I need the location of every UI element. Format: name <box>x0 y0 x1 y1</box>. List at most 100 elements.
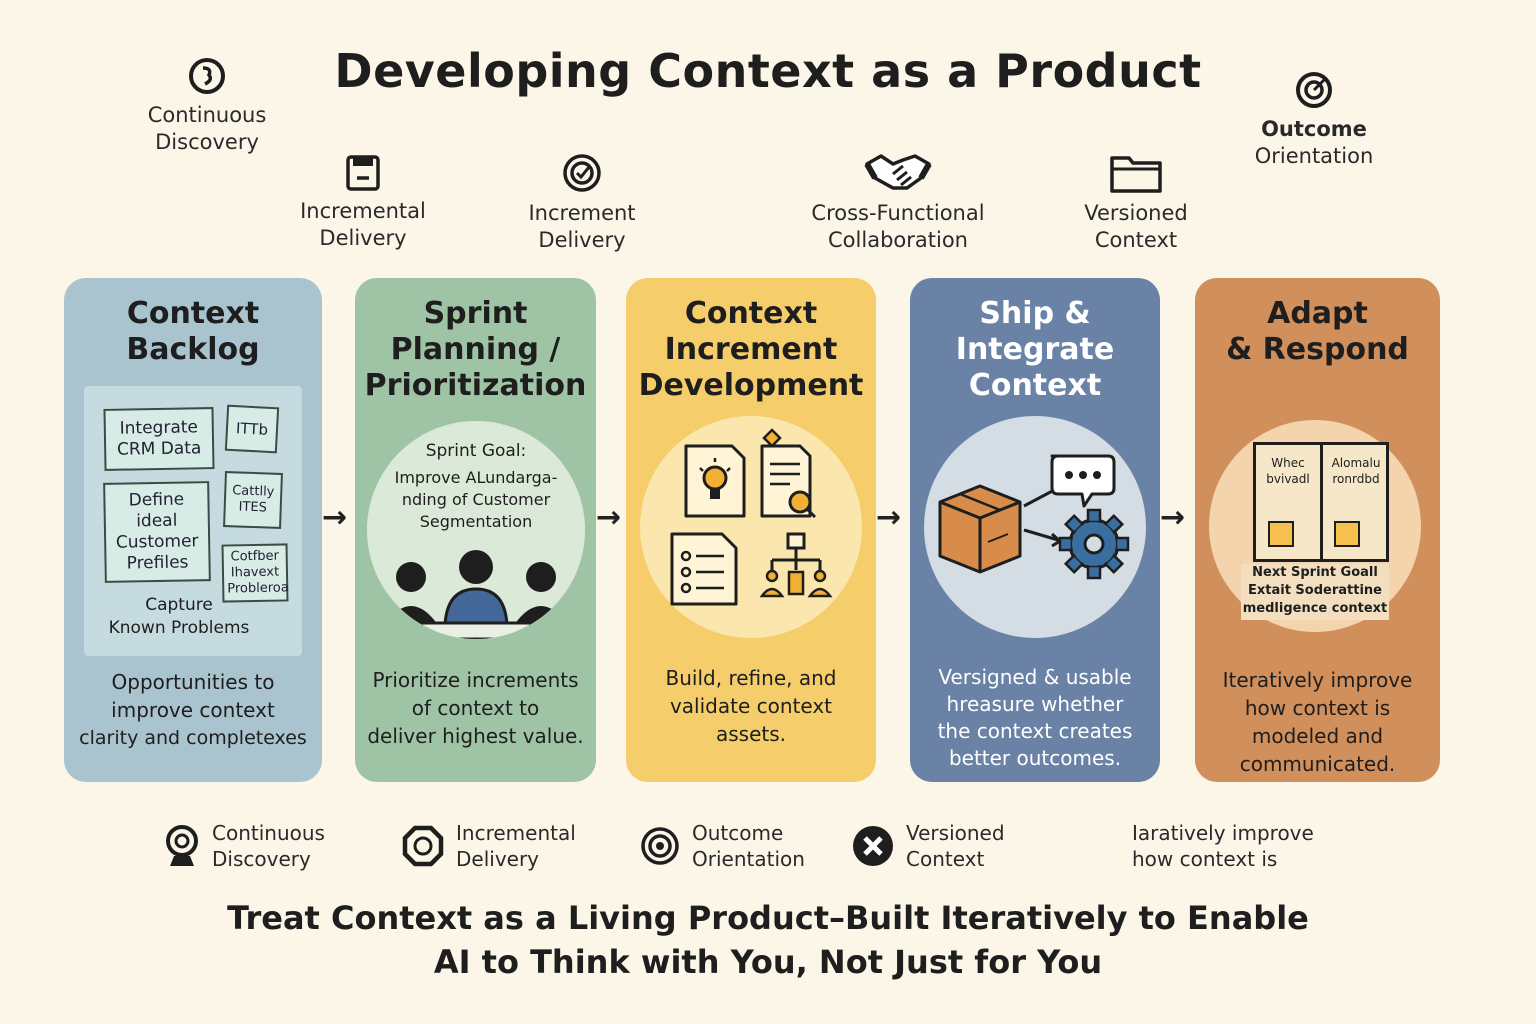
card-description-line: better outcomes. <box>948 746 1122 770</box>
arrow-right-icon: → <box>876 500 902 535</box>
bottom-label-text: Iaratively improve <box>1132 821 1314 845</box>
card-context-increment-development: Context Increment Development <box>626 278 876 782</box>
card-title-line: & Respond <box>1226 332 1409 367</box>
arrow-right-icon: → <box>596 500 622 535</box>
top-label-text: Increment <box>528 201 636 225</box>
capture-label-line: Capture <box>145 595 213 615</box>
bottom-label-outcome-orientation: Outcome Orientation <box>640 820 805 872</box>
card-description-line: Versigned & usable <box>938 665 1132 689</box>
bottom-label-text: Incremental <box>456 821 576 845</box>
page-title: Developing Context as a Product <box>334 44 1202 98</box>
arrow-right-icon: → <box>1160 500 1186 535</box>
card-title: Ship & Integrate Context <box>910 296 1160 404</box>
folder-icon <box>1110 156 1162 193</box>
sprint-goal-line: Improve ALundarga- <box>394 468 558 487</box>
search-document-icon <box>760 428 817 519</box>
paper-line: Next Sprint Goall <box>1252 565 1378 580</box>
capture-label-line: Known Problems <box>108 618 250 638</box>
sprint-goal-line: Segmentation <box>419 512 533 531</box>
top-label-increment-delivery: Increment Delivery <box>516 152 648 254</box>
hexagon-icon <box>402 825 444 867</box>
checklist-document-icon <box>670 532 738 606</box>
target-icon <box>1296 72 1332 108</box>
card-title-line: Context <box>684 296 818 331</box>
card-context-backlog: Context Backlog Integrate CRM Data ITTb … <box>64 278 322 782</box>
card-title-line: Context <box>126 296 260 331</box>
card-title-line: Integrate <box>955 332 1115 367</box>
top-label-text: Context <box>1094 228 1178 252</box>
sprint-goal-paper: Next Sprint Goall Extait Soderattine med… <box>1241 564 1389 620</box>
capture-label: Capture Known Problems <box>84 594 274 640</box>
card-title: Context Increment Development <box>626 296 876 404</box>
card-description-line: assets. <box>715 722 787 746</box>
top-label-text: Versioned <box>1084 201 1188 225</box>
footer-line: AI to Think with You, Not Just for You <box>433 943 1103 981</box>
bottom-label-text: Versioned <box>906 821 1005 845</box>
open-book-icon: Whec bvivadl Alomalu ronrdbd <box>1253 442 1389 562</box>
top-label-text: Outcome <box>1261 117 1367 141</box>
context-assets-icons <box>670 428 833 606</box>
bottom-label-text: Continuous <box>212 821 325 845</box>
close-circle-icon <box>853 826 893 866</box>
card-description: Build, refine, and validate context asse… <box>636 664 866 748</box>
arrow-icon <box>1023 528 1059 542</box>
top-label-text: Discovery <box>155 130 259 154</box>
bottom-label-iteratively-improve: Iaratively improve how context is <box>1132 820 1314 872</box>
card-title-line: Adapt <box>1267 296 1368 331</box>
card-description-line: validate context <box>669 694 833 718</box>
top-label-text: Incremental <box>300 199 426 223</box>
top-label-text: Orientation <box>1254 144 1374 168</box>
footer-tagline: Treat Context as a Living Product–Built … <box>0 896 1536 984</box>
spiral-icon <box>189 58 225 94</box>
bottom-label-continuous-discovery: Continuous Discovery <box>164 820 325 872</box>
sticky-note-text: Cotfber Ihavext Probleroa <box>227 548 289 597</box>
card-description: Iteratively improve how context is model… <box>1205 666 1430 778</box>
card-title: Sprint Planning / Prioritization <box>355 296 596 404</box>
card-description-line: Iteratively improve <box>1222 668 1413 692</box>
bottom-label-text: Orientation <box>692 847 805 871</box>
sticky-board: Integrate CRM Data ITTb Define ideal Cus… <box>84 386 302 656</box>
book-square <box>1268 521 1294 547</box>
card-description-line: clarity and completexes <box>79 727 307 749</box>
save-icon <box>346 155 380 191</box>
bottom-label-versioned-context: Versioned Context <box>852 820 1005 872</box>
bottom-label-text: how context is <box>1132 847 1278 871</box>
card-title-line: Backlog <box>126 332 260 367</box>
gear-icon <box>1058 508 1130 580</box>
top-label-text: Collaboration <box>828 228 968 252</box>
arrow-right-icon: → <box>322 500 348 535</box>
card-description-line: Opportunities to <box>111 670 275 694</box>
target-icon <box>563 154 601 192</box>
bottom-label-text: Outcome <box>692 821 784 845</box>
card-title-line: Ship & <box>979 296 1091 331</box>
top-label-outcome-orientation: Outcome Orientation <box>1246 70 1382 170</box>
card-description-line: hreasure whether <box>946 692 1124 716</box>
idea-document-icon <box>684 444 746 518</box>
bottom-label-text: Discovery <box>212 847 311 871</box>
paper-line: medligence context <box>1242 601 1388 616</box>
package-icon <box>938 484 1022 574</box>
bottom-label-text: Context <box>906 847 985 871</box>
bottom-label-incremental-delivery: Incremental Delivery <box>402 820 576 872</box>
ship-circle <box>924 416 1146 638</box>
book-spine <box>1320 445 1323 559</box>
chat-bubble-icon <box>1050 454 1116 508</box>
card-description: Opportunities to improve context clarity… <box>68 668 318 752</box>
card-title-line: Prioritization <box>364 368 587 403</box>
assets-circle <box>640 416 862 638</box>
sprint-goal-line: nding of Customer <box>401 490 551 509</box>
sticky-note-text: Integrate CRM Data <box>116 417 202 460</box>
team-meeting-icon <box>387 550 565 639</box>
sticky-note-text: ITTb <box>235 419 269 439</box>
sprint-goal-text: Improve ALundarga- nding of Customer Seg… <box>367 467 585 533</box>
sticky-note: Define ideal Customer Prefiles <box>103 481 211 583</box>
card-title: Context Backlog <box>64 296 322 368</box>
card-description-line: of context to <box>411 696 540 720</box>
card-description: Prioritize increments of context to deli… <box>365 666 586 750</box>
top-label-versioned-context: Versioned Context <box>1070 152 1202 254</box>
card-title-line: Context <box>968 368 1102 403</box>
card-title: Adapt & Respond <box>1195 296 1440 368</box>
book-page-right-text: Alomalu ronrdbd <box>1331 456 1381 486</box>
card-adapt-respond: Adapt & Respond Whec bvivadl Alomalu ron… <box>1195 278 1440 782</box>
webcam-icon <box>166 825 198 866</box>
